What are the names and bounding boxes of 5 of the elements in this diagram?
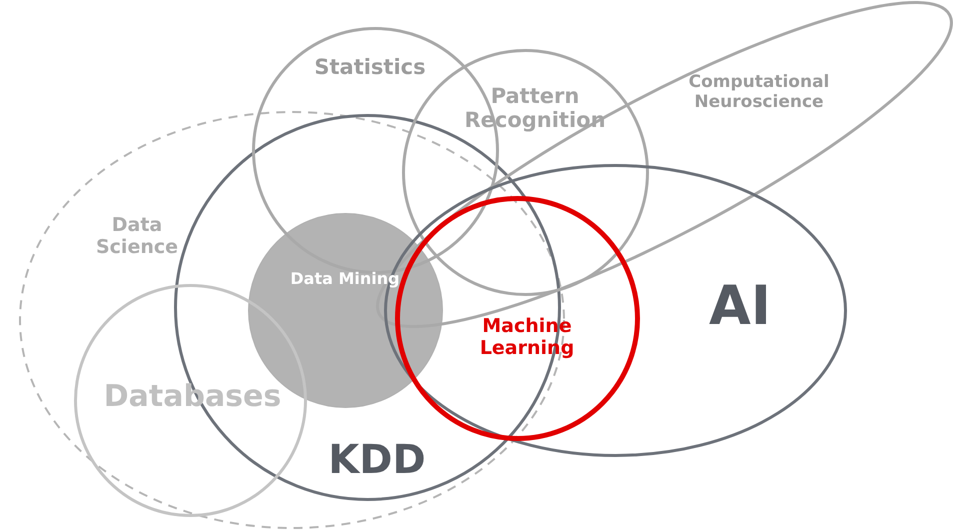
set-label: KDD xyxy=(327,437,427,483)
set-label: Data Science xyxy=(94,215,180,259)
set-label: AI xyxy=(708,275,772,338)
set-label: Computational Neuroscience xyxy=(688,72,830,112)
set-label: Statistics xyxy=(313,55,427,80)
